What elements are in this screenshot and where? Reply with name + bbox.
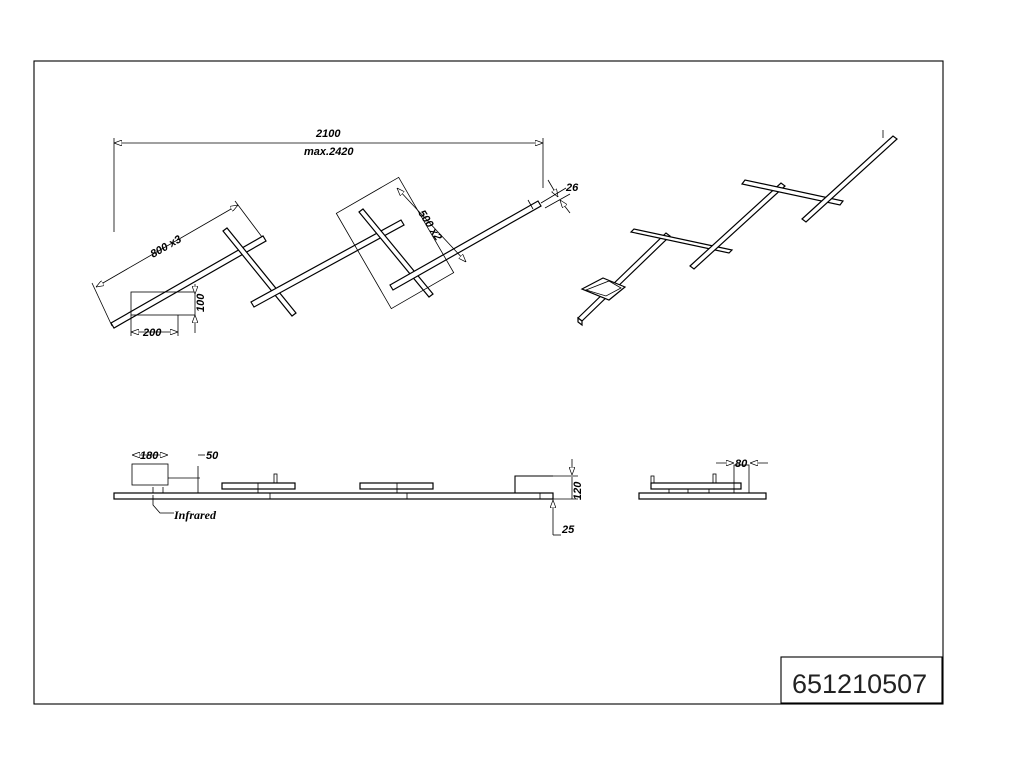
dim-end-width: 80 [735,458,748,470]
dim-bar-length: 800 x3 [149,233,184,260]
title-block: 651210507 [780,656,943,704]
sensor-box [130,291,196,316]
drawing-frame [33,60,944,705]
dim-bar-width: 26 [565,182,579,194]
dim-cross-bar-length: 500 x2 [415,208,443,243]
perspective-view [577,130,898,327]
dim-sensor-width: 200 [142,327,162,339]
sensor-label: Infrared [173,508,217,522]
dim-base-height: 25 [561,524,575,536]
dim-max-length: max.2420 [304,146,354,158]
light-bar-1 [110,235,267,329]
light-bar-3 [389,200,542,291]
product-code: 651210507 [792,669,927,699]
dim-sensor-height: 100 [195,293,207,312]
side-view: 80 [638,458,768,500]
dim-side-sensor-width: 180 [140,450,159,462]
dim-side-offset: 50 [206,450,219,462]
front-view: 180 50 Infrared 120 25 [113,450,584,536]
dim-total-length: 2100 [315,128,341,140]
top-view: 2100 max.2420 800 x3 500 x2 26 200 [91,128,579,339]
dim-height: 120 [572,481,584,500]
